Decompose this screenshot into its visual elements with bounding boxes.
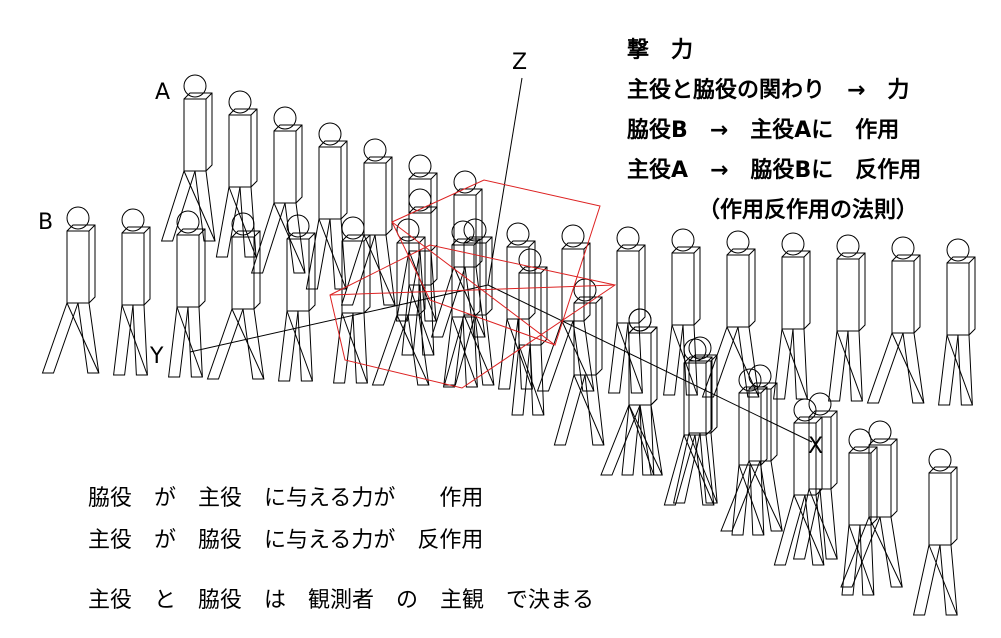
red-plane-lower	[329, 244, 617, 389]
stick-figure	[305, 122, 348, 290]
impact-plane	[329, 179, 617, 389]
stick-figure	[401, 188, 438, 356]
y-axis-line	[189, 284, 489, 353]
stick-figure	[371, 218, 430, 386]
stick-figure	[840, 420, 903, 588]
stick-figure	[663, 228, 701, 396]
stick-figure	[536, 224, 595, 392]
stick-figure	[912, 448, 958, 616]
y-axis-label: Y	[150, 344, 164, 369]
stick-figure	[443, 218, 495, 386]
stick-figure	[773, 398, 825, 566]
stick-figure	[672, 336, 718, 504]
red-plane-upper	[391, 179, 601, 346]
stick-figure	[608, 226, 646, 394]
stick-figure	[278, 214, 316, 382]
stick-figure	[250, 106, 306, 274]
figure-sequence	[41, 74, 976, 616]
note-line-1: 脇役 が 主役 に与える力が 作用	[88, 486, 484, 511]
stick-figure	[41, 206, 100, 374]
note-line-3: 主役 と 脇役 は 観測者 の 主観 で決まる	[88, 588, 595, 613]
stick-figure	[498, 222, 536, 390]
note-line-2: 主役 が 脇役 に与える力が 反作用	[88, 528, 484, 553]
stick-figure	[792, 392, 838, 560]
figure-b-label: B	[38, 210, 54, 235]
red-plane-link	[391, 221, 556, 346]
stick-figure	[841, 428, 878, 596]
z-axis-label: Z	[512, 50, 528, 75]
caption-line-2: 脇役B → 主役Aに 作用	[627, 118, 900, 143]
figure-a-label: A	[155, 80, 171, 105]
stick-figure	[206, 212, 265, 380]
stick-figure	[168, 210, 206, 378]
red-plane-cross	[329, 284, 616, 296]
stick-figure	[828, 234, 866, 402]
x-axis-label: X	[808, 434, 824, 459]
stick-figure	[160, 74, 216, 242]
diagram-heading: 撃 力	[627, 38, 694, 63]
stick-figure	[600, 308, 663, 476]
stick-figure	[113, 208, 151, 376]
stick-figure	[215, 90, 258, 258]
stick-figure	[663, 338, 715, 506]
z-axis-line	[487, 77, 523, 286]
stick-figure	[340, 138, 396, 306]
stick-figure	[720, 364, 783, 532]
stick-figure	[701, 230, 760, 398]
stick-figure	[773, 232, 811, 400]
stick-figure	[938, 238, 976, 406]
stick-figure	[430, 170, 486, 338]
stick-figure	[866, 236, 925, 404]
caption-line-4: （作用反作用の法則）	[698, 198, 919, 223]
caption-line-1: 主役と脇役の関わり → 力	[627, 78, 910, 103]
caption-line-3: 主役A → 脇役Bに 反作用	[627, 158, 922, 183]
x-axis-line	[487, 284, 813, 443]
stick-figure	[333, 216, 371, 384]
coordinate-axes	[189, 77, 813, 443]
